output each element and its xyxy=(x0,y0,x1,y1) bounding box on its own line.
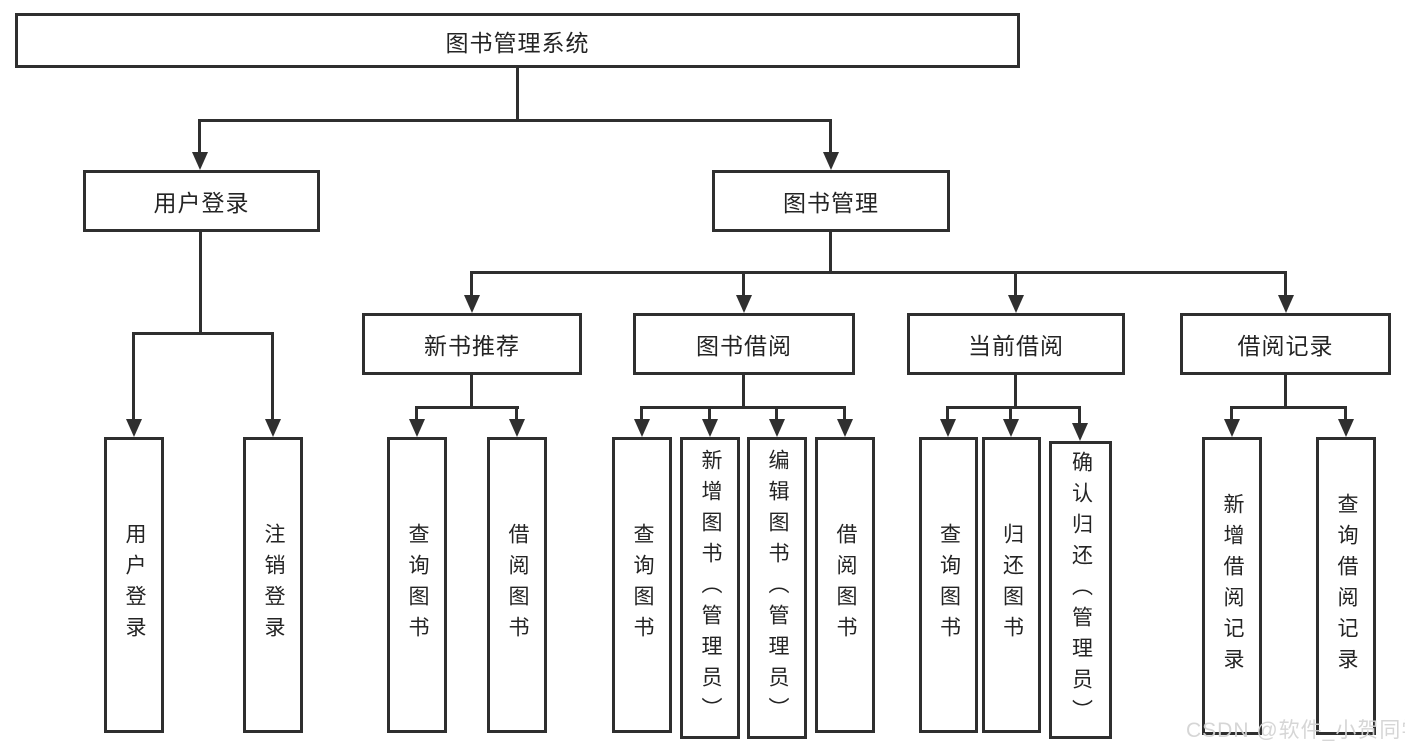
node-new-book-recommend: 新书推荐 xyxy=(362,313,582,375)
arrow-down-icon xyxy=(1003,419,1019,437)
edge-drop-logout xyxy=(271,332,274,422)
leaf-query-books-current: 查询图书 xyxy=(919,437,978,733)
node-book-management-label: 图书管理 xyxy=(783,190,879,216)
watermark: CSDN @软件_小贺同学 xyxy=(1186,719,1405,742)
arrow-down-icon xyxy=(126,419,142,437)
arrow-down-icon xyxy=(1338,419,1354,437)
arrow-down-icon xyxy=(192,152,208,170)
edge-drop-user xyxy=(198,119,201,155)
leaf-borrow-books-recommend-label: 借阅图书 xyxy=(506,523,529,647)
edge-drop xyxy=(1078,406,1081,426)
node-borrow-records-label: 借阅记录 xyxy=(1237,333,1334,359)
leaf-borrow-books-borrowing: 借阅图书 xyxy=(815,437,875,733)
arrow-down-icon xyxy=(265,419,281,437)
edge-drop xyxy=(843,406,846,422)
node-user-login: 用户登录 xyxy=(83,170,320,232)
leaf-logout: 注销登录 xyxy=(243,437,303,733)
leaf-add-book-admin-label: 新增图书（管理员） xyxy=(699,448,722,728)
leaf-logout-label: 注销登录 xyxy=(262,523,285,647)
arrow-down-icon xyxy=(940,419,956,437)
leaf-query-books-recommend: 查询图书 xyxy=(387,437,447,733)
leaf-confirm-return-admin-label: 确认归还（管理员） xyxy=(1069,450,1093,730)
arrow-down-icon xyxy=(1278,295,1294,313)
leaf-return-book: 归还图书 xyxy=(982,437,1041,733)
edge-drop xyxy=(1009,406,1012,422)
edge-book-hline xyxy=(470,271,1287,274)
leaf-user-login-label: 用户登录 xyxy=(123,523,146,647)
edge-drop-group1 xyxy=(470,271,473,299)
edge-group1-stem xyxy=(470,375,473,409)
arrow-down-icon xyxy=(736,295,752,313)
leaf-query-books-recommend-label: 查询图书 xyxy=(406,523,429,647)
node-current-borrowing: 当前借阅 xyxy=(907,313,1125,375)
leaf-add-book-admin: 新增图书（管理员） xyxy=(680,437,740,739)
edge-drop xyxy=(1344,406,1347,422)
leaf-edit-book-admin: 编辑图书（管理员） xyxy=(747,437,807,739)
edge-drop xyxy=(775,406,778,422)
leaf-query-books-borrowing-label: 查询图书 xyxy=(631,523,654,647)
edge-drop xyxy=(708,406,711,422)
arrow-down-icon xyxy=(409,419,425,437)
leaf-user-login: 用户登录 xyxy=(104,437,164,733)
leaf-query-books-current-label: 查询图书 xyxy=(937,523,961,647)
arrow-down-icon xyxy=(464,295,480,313)
edge-group4-hline xyxy=(1230,406,1347,409)
edge-root-stem xyxy=(516,68,519,121)
edge-user-hline xyxy=(132,332,274,335)
edge-book-stem xyxy=(829,232,832,274)
node-book-borrowing: 图书借阅 xyxy=(633,313,855,375)
node-root-label: 图书管理系统 xyxy=(445,29,590,56)
edge-root-hline xyxy=(199,119,832,122)
arrow-down-icon xyxy=(769,419,785,437)
edge-drop-book xyxy=(829,119,832,155)
arrow-down-icon xyxy=(1072,423,1088,441)
edge-group2-hline xyxy=(640,406,846,409)
arrow-down-icon xyxy=(837,419,853,437)
edge-group4-stem xyxy=(1284,375,1287,409)
leaf-confirm-return-admin: 确认归还（管理员） xyxy=(1049,441,1112,739)
edge-group3-hline xyxy=(946,406,1081,409)
node-current-borrowing-label: 当前借阅 xyxy=(968,333,1064,359)
leaf-return-book-label: 归还图书 xyxy=(1000,523,1024,647)
leaf-query-borrow-record: 查询借阅记录 xyxy=(1316,437,1376,735)
edge-drop xyxy=(1230,406,1233,422)
leaf-query-borrow-record-label: 查询借阅记录 xyxy=(1335,493,1358,679)
edge-group1-hline xyxy=(415,406,519,409)
arrow-down-icon xyxy=(634,419,650,437)
node-user-login-label: 用户登录 xyxy=(153,190,250,216)
edge-group3-stem xyxy=(1014,375,1017,409)
leaf-borrow-books-recommend: 借阅图书 xyxy=(487,437,547,733)
edge-drop-user-login xyxy=(132,332,135,422)
node-book-borrowing-label: 图书借阅 xyxy=(696,333,792,359)
edge-drop xyxy=(415,406,418,422)
leaf-add-borrow-record-label: 新增借阅记录 xyxy=(1221,493,1244,679)
node-book-management: 图书管理 xyxy=(712,170,950,232)
arrow-down-icon xyxy=(702,419,718,437)
arrow-down-icon xyxy=(1224,419,1240,437)
leaf-query-books-borrowing: 查询图书 xyxy=(612,437,672,733)
leaf-edit-book-admin-label: 编辑图书（管理员） xyxy=(766,448,789,728)
edge-user-stem xyxy=(199,232,202,335)
edge-group2-stem xyxy=(742,375,745,409)
edge-drop xyxy=(640,406,643,422)
edge-drop-group2 xyxy=(742,271,745,299)
node-root: 图书管理系统 xyxy=(15,13,1020,68)
leaf-add-borrow-record: 新增借阅记录 xyxy=(1202,437,1262,735)
edge-drop-group4 xyxy=(1284,271,1287,299)
edge-drop xyxy=(515,406,518,422)
node-borrow-records: 借阅记录 xyxy=(1180,313,1391,375)
leaf-borrow-books-borrowing-label: 借阅图书 xyxy=(834,523,857,647)
node-new-book-recommend-label: 新书推荐 xyxy=(424,333,520,359)
arrow-down-icon xyxy=(1008,295,1024,313)
arrow-down-icon xyxy=(823,152,839,170)
edge-drop-group3 xyxy=(1014,271,1017,299)
edge-drop xyxy=(946,406,949,422)
arrow-down-icon xyxy=(509,419,525,437)
